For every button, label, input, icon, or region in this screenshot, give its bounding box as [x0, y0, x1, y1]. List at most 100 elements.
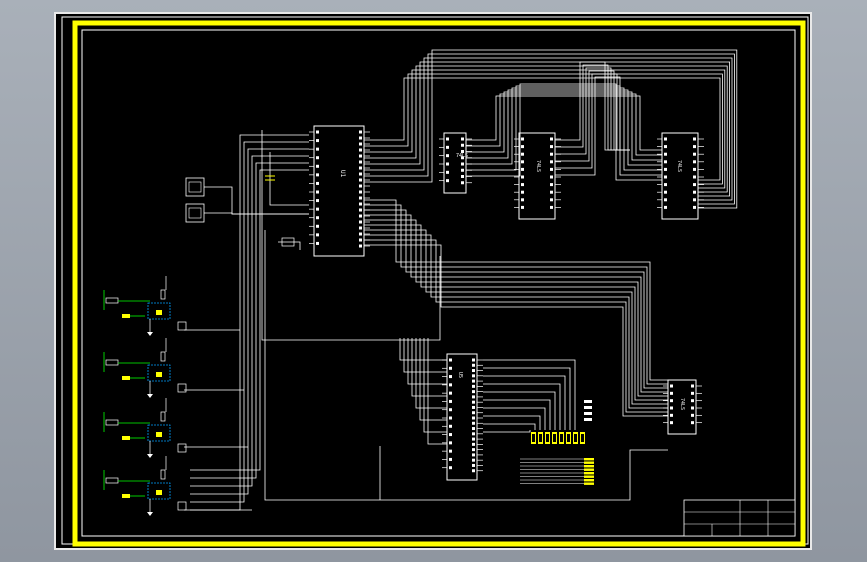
optocoupler — [147, 302, 171, 320]
u5-left-wire — [415, 338, 447, 409]
chip-pin-label — [691, 399, 694, 403]
chip-pin-label — [359, 214, 362, 218]
sensor-resistor — [105, 419, 119, 426]
chip-pin-label — [472, 469, 475, 473]
chip-pin-label — [472, 395, 475, 399]
chip-pin-label — [359, 154, 362, 158]
u5-left-wire — [403, 338, 447, 373]
chip-pin-label — [461, 168, 464, 172]
lower-bus-wire — [364, 209, 668, 389]
chip-pin-label — [550, 205, 553, 209]
chip-u3 — [518, 132, 556, 220]
chip-u4-label: 74LS — [676, 160, 682, 172]
chip-pin-label — [521, 152, 524, 156]
chip-pin-label — [670, 384, 673, 388]
chip-pin-label — [550, 190, 553, 194]
chip-pin-label — [316, 241, 319, 245]
chip-pin-label — [359, 160, 362, 164]
drawing-sheet — [54, 12, 812, 550]
chip-pin-label — [664, 205, 667, 209]
chip-pin-label — [664, 183, 667, 187]
chip-pin-label — [472, 411, 475, 415]
chip-pin-label — [472, 463, 475, 467]
chip-pin-label — [449, 399, 452, 403]
switch-inner — [188, 181, 202, 193]
chip-pin-label — [449, 375, 452, 379]
left-feed-wire — [190, 162, 309, 479]
chip-pin-label — [670, 406, 673, 410]
chip-pin-label — [472, 458, 475, 462]
bus-top-wire — [364, 65, 728, 193]
connector-pin — [584, 465, 594, 468]
sensor-layer — [103, 276, 187, 516]
ground-symbol — [147, 454, 153, 458]
sheet-border — [72, 20, 806, 547]
chip-pin-label — [550, 152, 553, 156]
bus-top-wire — [364, 53, 735, 205]
chip-pin-label — [449, 408, 452, 412]
led-segment-inner — [532, 434, 535, 442]
chip-pin-label — [316, 130, 319, 134]
chip-pin-label — [664, 198, 667, 202]
u5-left-wire — [407, 338, 447, 385]
chip-pin-label — [670, 421, 673, 425]
chip-pin-label — [550, 137, 553, 141]
chip-pin-label — [521, 205, 524, 209]
pullup-resistor — [160, 289, 166, 300]
u5-left-wire — [423, 338, 447, 433]
ground-symbol — [147, 332, 153, 336]
output-pad — [177, 443, 187, 453]
lower-bus-wire — [364, 219, 668, 397]
chip-pin-label — [472, 405, 475, 409]
lower-bus-wire — [364, 199, 668, 381]
chip-pin-label — [449, 433, 452, 437]
opto-marker — [156, 490, 162, 495]
bus-mid-wire — [466, 91, 662, 161]
chip-pin-label — [670, 413, 673, 417]
chip-pin-label — [359, 148, 362, 152]
ctrl-wire — [261, 130, 441, 341]
chip-pin-label — [693, 175, 696, 179]
chip-pin-label — [359, 196, 362, 200]
sensor-circuit-1 — [103, 276, 187, 336]
chip-pin-label — [449, 466, 452, 470]
lower-bus-wire — [364, 224, 668, 401]
sensor-resistor — [105, 359, 119, 366]
chip-pin-label — [461, 162, 464, 166]
chip-pin-label — [316, 207, 319, 211]
chip-pin-label — [449, 366, 452, 370]
chip-pin-label — [316, 156, 319, 160]
chip-pin-label — [316, 164, 319, 168]
led-segment-inner — [574, 434, 577, 442]
chip-pin-label — [449, 391, 452, 395]
bus-top-wire — [364, 61, 730, 197]
chip-pin-label — [359, 172, 362, 176]
chip-pin-label — [446, 137, 449, 141]
sheet-inner-frame — [81, 29, 796, 537]
bus-mid-wire — [466, 93, 662, 156]
chip-pin-label — [316, 173, 319, 177]
chip-u6 — [667, 379, 697, 435]
chip-pin-label — [449, 424, 452, 428]
chip-pin-label — [664, 137, 667, 141]
chip-pin-label — [691, 406, 694, 410]
chip-pin-label — [316, 139, 319, 143]
lower-bus-wire — [364, 239, 668, 413]
sensor-circuit-2 — [103, 338, 187, 398]
chip-pin-label — [472, 453, 475, 457]
bus-mid-wire — [466, 83, 662, 181]
chip-pin-label — [316, 224, 319, 228]
bus-link-wire — [555, 73, 630, 169]
chip-pin-label — [446, 170, 449, 174]
u5-right-wire — [483, 423, 536, 430]
chip-pin-label — [693, 167, 696, 171]
bus-top-wire — [364, 69, 726, 189]
chip-pin-label — [472, 432, 475, 436]
chip-pin-label — [664, 175, 667, 179]
sensor-label — [122, 494, 130, 498]
pullup-resistor — [160, 411, 166, 422]
chip-pin-label — [693, 198, 696, 202]
chip-pin-label — [359, 226, 362, 230]
